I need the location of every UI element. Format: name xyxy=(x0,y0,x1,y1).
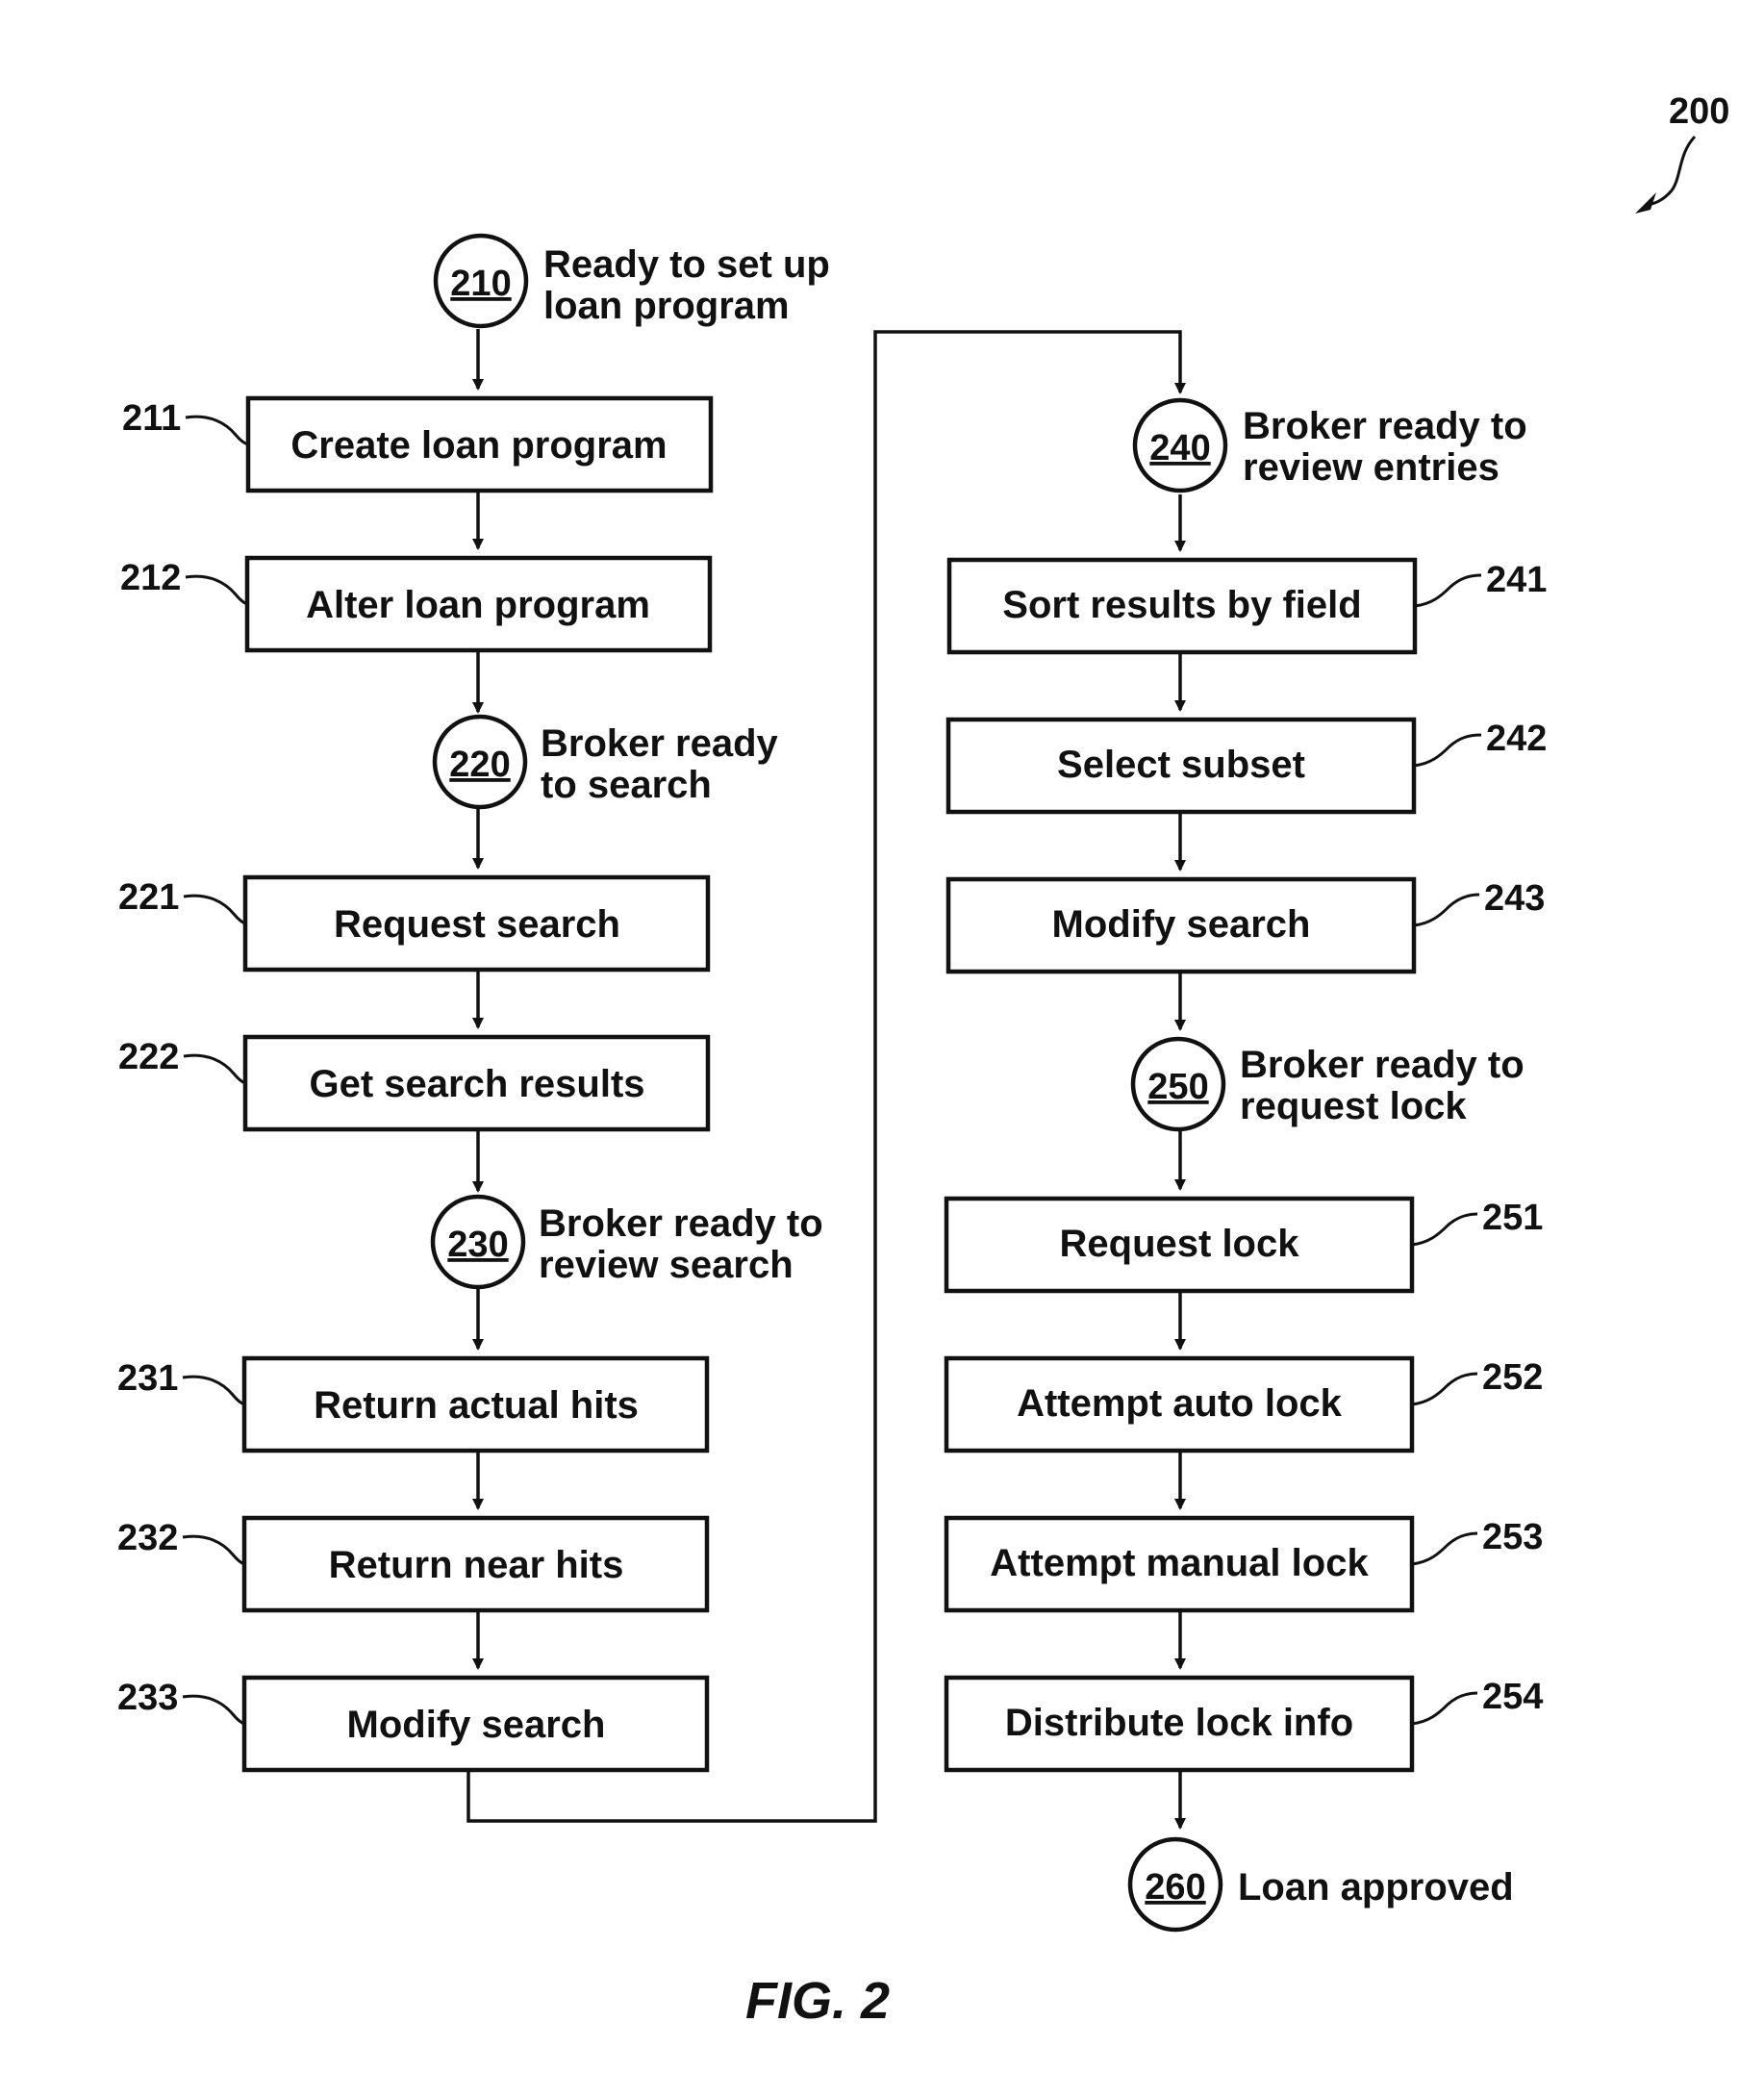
step-ref-number: 221 xyxy=(118,877,179,918)
step-label: Request lock xyxy=(1060,1223,1300,1265)
step-ref-number: 254 xyxy=(1482,1677,1543,1717)
step-ref-number: 232 xyxy=(117,1518,178,1558)
step-222: Get search results 222 xyxy=(118,1037,708,1129)
node-230: 230 Broker ready to review search xyxy=(433,1197,823,1287)
step-ref-number: 243 xyxy=(1484,878,1545,919)
step-243: Modify search 243 xyxy=(948,878,1545,972)
step-ref-leader xyxy=(183,1377,244,1404)
step-label: Modify search xyxy=(347,1704,606,1746)
node-number: 220 xyxy=(449,745,510,785)
step-ref-number: 211 xyxy=(122,398,181,439)
step-label: Select subset xyxy=(1057,744,1305,786)
node-240: 240 Broker ready to review entries xyxy=(1135,400,1527,491)
step-251: Request lock 251 xyxy=(946,1198,1543,1291)
node-number: 230 xyxy=(447,1225,508,1265)
step-ref-leader xyxy=(1415,575,1481,606)
node-250: 250 Broker ready to request lock xyxy=(1133,1039,1525,1129)
step-label: Alter loan program xyxy=(306,584,650,626)
step-ref-leader xyxy=(186,576,247,604)
node-label-line: Broker ready to xyxy=(1240,1044,1525,1086)
step-253: Attempt manual lock 253 xyxy=(946,1517,1543,1610)
node-label-line: loan program xyxy=(543,285,790,327)
step-ref-number: 233 xyxy=(117,1678,178,1718)
step-ref-number: 242 xyxy=(1486,719,1547,759)
step-ref-leader xyxy=(1412,1533,1477,1564)
step-ref-leader xyxy=(1412,1214,1477,1245)
step-ref-leader xyxy=(1414,735,1481,766)
node-number: 260 xyxy=(1145,1867,1205,1908)
step-label: Distribute lock info xyxy=(1005,1702,1353,1744)
figure-caption: FIG. 2 xyxy=(745,1972,890,2030)
node-number: 250 xyxy=(1147,1067,1208,1107)
figure-reference-leader xyxy=(1645,137,1695,206)
step-ref-leader xyxy=(184,1055,245,1083)
step-ref-leader xyxy=(183,1536,244,1564)
node-number: 240 xyxy=(1149,428,1210,468)
step-label: Sort results by field xyxy=(1002,584,1361,626)
step-242: Select subset 242 xyxy=(948,719,1547,812)
node-label-line: Loan approved xyxy=(1238,1866,1514,1909)
step-ref-number: 252 xyxy=(1482,1357,1543,1398)
node-210: 210 Ready to set up loan program xyxy=(436,236,830,327)
step-label: Request search xyxy=(334,903,620,946)
step-ref-number: 241 xyxy=(1486,560,1547,600)
step-label: Get search results xyxy=(309,1063,644,1105)
step-ref-number: 231 xyxy=(117,1358,178,1399)
step-241: Sort results by field 241 xyxy=(949,560,1547,652)
step-ref-number: 212 xyxy=(120,558,181,598)
node-number: 210 xyxy=(450,264,511,304)
step-ref-leader xyxy=(183,1696,244,1724)
step-212: Alter loan program 212 xyxy=(120,558,710,650)
node-label-line: Broker ready to xyxy=(539,1202,823,1245)
node-label-line: Ready to set up xyxy=(543,243,830,286)
step-254: Distribute lock info 254 xyxy=(946,1677,1543,1770)
step-label: Modify search xyxy=(1052,903,1311,946)
step-ref-leader xyxy=(1412,1693,1477,1724)
step-ref-leader xyxy=(184,896,245,923)
step-label: Attempt manual lock xyxy=(990,1542,1369,1584)
step-label: Return near hits xyxy=(329,1544,624,1586)
step-label: Return actual hits xyxy=(314,1384,639,1427)
step-ref-number: 253 xyxy=(1482,1517,1543,1557)
node-label-line: review search xyxy=(539,1244,794,1286)
step-ref-leader xyxy=(1414,895,1479,925)
node-260: 260 Loan approved xyxy=(1130,1839,1514,1930)
step-232: Return near hits 232 xyxy=(117,1518,707,1610)
node-220: 220 Broker ready to search xyxy=(435,717,779,807)
step-233: Modify search 233 xyxy=(117,1678,707,1770)
node-label-line: review entries xyxy=(1243,446,1499,489)
node-label-line: Broker ready to xyxy=(1243,405,1527,447)
step-221: Request search 221 xyxy=(118,877,708,970)
step-ref-number: 222 xyxy=(118,1037,179,1077)
step-211: Create loan program 211 xyxy=(122,398,711,491)
step-ref-leader xyxy=(186,417,248,444)
step-ref-number: 251 xyxy=(1482,1198,1543,1238)
step-label: Create loan program xyxy=(290,424,667,467)
figure-reference-number: 200 xyxy=(1669,91,1729,132)
node-label-line: request lock xyxy=(1240,1085,1467,1127)
step-label: Attempt auto lock xyxy=(1017,1382,1343,1425)
node-label-line: to search xyxy=(541,764,712,806)
node-label-line: Broker ready xyxy=(541,722,779,765)
step-ref-leader xyxy=(1412,1374,1477,1404)
step-252: Attempt auto lock 252 xyxy=(946,1357,1543,1451)
step-231: Return actual hits 231 xyxy=(117,1358,707,1451)
